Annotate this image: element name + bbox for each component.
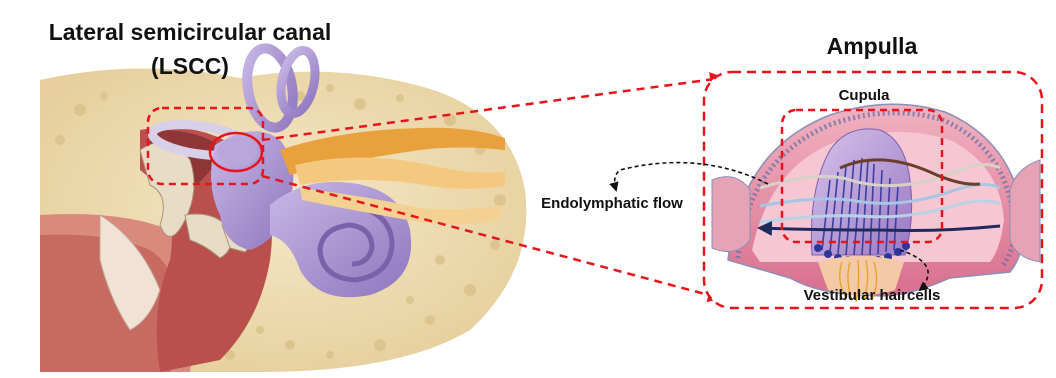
- lscc-title-line1: Lateral semicircular canal: [49, 19, 332, 45]
- endolymphatic-flow-label: Endolymphatic flow: [541, 195, 683, 212]
- inner-ear-illustration: [40, 45, 526, 372]
- lscc-title-line2: (LSCC): [151, 53, 229, 79]
- lscc-ampulla-bulge: [217, 138, 257, 166]
- cupula-label: Cupula: [839, 87, 890, 104]
- vestibular-haircells-label: Vestibular haircells: [804, 287, 941, 304]
- ampulla-title: Ampulla: [827, 33, 918, 59]
- canal-tube-left: [712, 177, 750, 252]
